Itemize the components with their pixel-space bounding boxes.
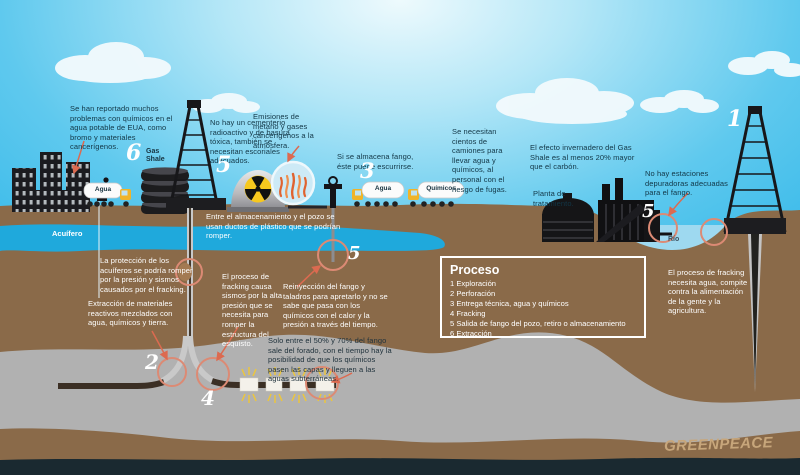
main-derrick xyxy=(166,100,226,210)
marker-mud-dome: 5 xyxy=(216,152,232,178)
process-legend: Proceso 1 Exploración 2 Perforación 3 En… xyxy=(440,256,646,338)
marker-mud-reinjection: 5 xyxy=(348,243,361,264)
process-step-3: 3 Entrega técnica, agua y químicos xyxy=(450,299,569,309)
wellhead-valve xyxy=(288,176,342,262)
radioactive-dome xyxy=(227,170,289,212)
marker-exploration: 1 xyxy=(727,106,743,132)
marker-extraction: 6 xyxy=(126,140,142,166)
annotation-mud-recovery: Solo entre el 50% y 70% del fango sale d… xyxy=(268,336,392,384)
annotation-reported-problems: Se han reportado muchos problemas con qu… xyxy=(70,104,173,152)
truck-city-water xyxy=(83,182,131,207)
truck-water xyxy=(352,181,405,207)
annotation-stored-mud: Si se almacena fango, éste puede escurri… xyxy=(337,152,414,171)
marker-fracking: 4 xyxy=(201,386,215,410)
truck-city-water-label: Agua xyxy=(94,186,112,193)
frack-cracks-icon xyxy=(241,367,333,403)
cloud-icon xyxy=(640,90,719,113)
process-step-1: 1 Exploración xyxy=(450,279,497,288)
annotation-reactive-materials: Extracción de materiales reactivos mezcl… xyxy=(88,299,173,328)
process-step-4: 4 Fracking xyxy=(450,309,486,319)
process-step-6: 6 Extracción xyxy=(450,329,492,339)
marker-drilling: 2 xyxy=(145,350,159,374)
annotation-greenhouse: El efecto invernadero del Gas Shale es a… xyxy=(530,143,635,172)
annotation-plastic-ducts: Entre el almacenamiento y el pozo se usa… xyxy=(206,212,341,241)
aquifer-label: Acuífero xyxy=(52,229,83,238)
cloud-icon xyxy=(728,51,800,77)
process-step-2: 2 Perforación xyxy=(450,289,496,299)
annotation-no-cemetery: No hay un cementerio radioactivo y de ba… xyxy=(210,118,290,166)
marker-mud-river: 5 xyxy=(642,201,655,222)
annotation-earthquakes: El proceso de fracking causa sismos por … xyxy=(222,272,283,349)
flame-emissions-icon xyxy=(270,160,316,206)
annotation-reinjection: Reinyección del fango y taladros para ap… xyxy=(283,282,388,330)
annotation-no-purification: No hay estaciones depuradoras adecuadas … xyxy=(645,169,728,198)
bottom-strip xyxy=(0,457,800,475)
radiation-icon xyxy=(244,175,272,203)
gas-shale-label: Gas Shale xyxy=(146,148,165,164)
right-derrick xyxy=(723,106,787,392)
annotation-emissions: Emisiones de metano y gases cancerígenos… xyxy=(253,112,314,150)
truck-water-label: Agua xyxy=(374,185,392,192)
process-title: Proceso xyxy=(450,263,500,277)
clouds xyxy=(55,42,800,124)
process-step-5: 5 Salida de fango del pozo, retiro o alm… xyxy=(450,319,626,329)
marker-delivery: 3 xyxy=(360,158,375,183)
annotation-water-competition: El proceso de fracking necesita agua, co… xyxy=(668,268,748,316)
cloud-icon xyxy=(496,78,634,124)
annotation-treatment-plant: Planta de tratamiento. xyxy=(533,189,574,208)
truck-chemicals xyxy=(408,181,465,207)
truck-chemicals-label: Químicos xyxy=(426,185,456,192)
shale-layer xyxy=(0,332,800,443)
annotation-trucks-needed: Se necesitan cientos de camiones para ll… xyxy=(452,127,507,194)
river-label: Río xyxy=(668,236,680,243)
cloud-icon xyxy=(55,42,171,83)
callout-arrows xyxy=(71,140,689,384)
annotation-aquifer-protection: La protección de los acuíferos se podría… xyxy=(100,256,193,294)
treatment-plant xyxy=(542,178,672,242)
